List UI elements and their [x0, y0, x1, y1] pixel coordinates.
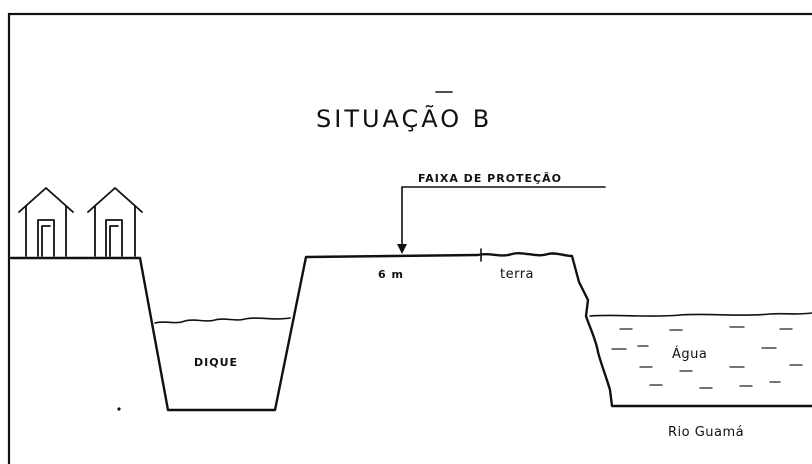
house-icon: [18, 187, 74, 257]
ink-speck: [117, 407, 121, 411]
terrain-profile: [9, 252, 812, 412]
river-label: Rio Guamá: [668, 425, 744, 440]
house-icon: [87, 187, 143, 257]
arrow-down-icon: [397, 186, 606, 254]
river-water-texture: [611, 326, 803, 389]
dike-water-surface: [154, 317, 291, 324]
water-label: Água: [672, 346, 707, 362]
river-water-surface: [589, 312, 812, 317]
diagram-title: SITUAÇÃO B: [316, 103, 492, 133]
dike-label: DIQUE: [194, 356, 238, 369]
protection-strip-label: FAIXA DE PROTEÇÃO: [418, 172, 562, 185]
frame-border: [7, 12, 812, 464]
soil-label: terra: [500, 267, 534, 282]
width-label: 6 m: [378, 268, 404, 281]
